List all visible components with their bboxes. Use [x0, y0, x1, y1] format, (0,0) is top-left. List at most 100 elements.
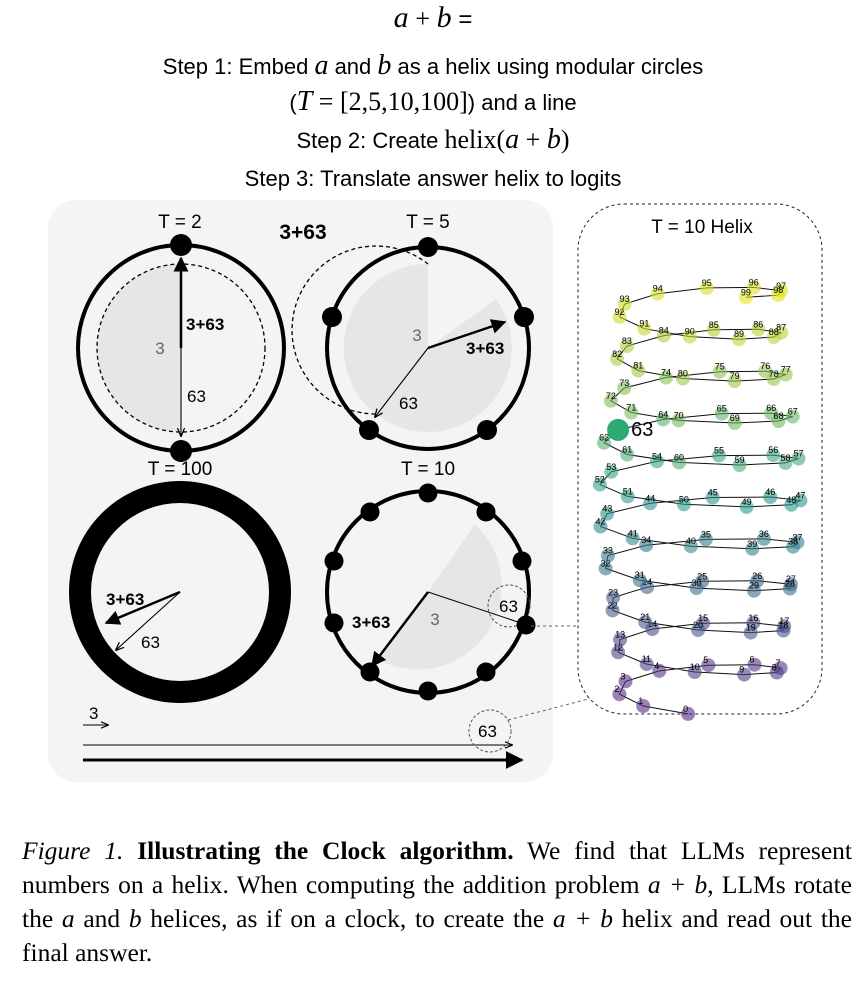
- eq-a: a: [393, 1, 409, 34]
- clock-figure: T = 2 3 3+63 63 3+63 T = 5 3 3+63 63 T =…: [48, 200, 823, 782]
- helix-point-label: 61: [622, 445, 632, 455]
- helix-point: [751, 322, 766, 337]
- helix-point: [712, 364, 727, 379]
- helix-point: [769, 665, 784, 680]
- helix-point: [606, 590, 621, 605]
- helix-point-label: 40: [686, 536, 696, 546]
- helix-point-label: 77: [781, 365, 791, 375]
- helix-point: [617, 381, 632, 395]
- helix-point: [699, 280, 714, 295]
- step1-line: Step 1: Embed a and b as a helix using m…: [0, 52, 866, 81]
- helix-point-label: 66: [766, 403, 776, 413]
- step1b-open: (: [289, 90, 297, 115]
- helix-point-label: 30: [692, 578, 702, 588]
- clock-t2-sum-label: 3+63: [186, 315, 224, 334]
- helix-point: [617, 297, 632, 312]
- clock-t5-a-label: 3: [412, 326, 421, 345]
- helix-point: [631, 363, 646, 378]
- helix-point-label: 96: [749, 277, 759, 287]
- helix-point-label: 34: [641, 535, 651, 545]
- helix-point-label: 23: [608, 588, 618, 598]
- helix-point-label: 46: [765, 487, 775, 497]
- helix-point: [593, 519, 608, 534]
- helix-point: [652, 663, 667, 678]
- clock-t10-marker: [324, 613, 344, 633]
- line-zoom-circle: [468, 709, 512, 753]
- helix-point-label: 0: [683, 704, 688, 714]
- clock-t100-b-label: 63: [141, 633, 160, 652]
- clock-t5-b-label: 63: [399, 394, 418, 413]
- step2-close: ): [560, 125, 570, 154]
- helix-point-label: 3: [621, 671, 626, 681]
- helix-point-label: 51: [623, 486, 633, 496]
- helix-point: [756, 531, 771, 546]
- helix-point-label: 57: [794, 449, 804, 459]
- helix-point-label: 83: [622, 336, 632, 346]
- eq-b: b: [436, 1, 452, 34]
- clock-t10-marker: [512, 551, 532, 571]
- helix-line: [599, 286, 803, 715]
- clock-t5-marker: [514, 307, 534, 327]
- helix-point-label: 39: [747, 539, 757, 549]
- clock-t10-marker: [360, 662, 380, 682]
- step1-a: a: [314, 50, 329, 81]
- helix-point-label: 5: [703, 655, 708, 665]
- helix-point: [771, 288, 786, 303]
- helix-point-label: 52: [595, 475, 605, 485]
- helix-point-label: 42: [596, 517, 606, 527]
- helix-point: [671, 413, 686, 428]
- helix-point: [766, 330, 781, 345]
- step1-periods-line: (T = [2,5,10,100]) and a line: [0, 88, 866, 117]
- step2-pre: Step 2: Create: [296, 128, 439, 153]
- clock-t100: T = 100 3+63 63: [69, 459, 291, 703]
- helix-point-label: 28: [785, 579, 795, 589]
- helix-point: [739, 499, 754, 514]
- helix-point-label: 37: [792, 532, 802, 542]
- helix-point-label: 78: [769, 369, 779, 379]
- helix-point-label: 21: [640, 612, 650, 622]
- helix-point: [597, 435, 612, 450]
- helix-point: [632, 573, 647, 588]
- clock-t100-title: T = 100: [148, 459, 213, 480]
- step1-post: as a helix using modular circles: [397, 54, 704, 79]
- clock-t10-marker: [476, 502, 496, 522]
- helix-point: [620, 489, 635, 504]
- helix-point: [737, 667, 752, 682]
- clock-t5-sum-arrow: [427, 319, 507, 350]
- helix-point-label: 38: [788, 537, 798, 547]
- helix-point-label: 27: [786, 574, 796, 584]
- helix-point-label: 70: [674, 410, 684, 420]
- helix-point-label: 87: [776, 323, 786, 333]
- clock-t10-shade: [379, 524, 502, 670]
- helix-point-label: 56: [768, 445, 778, 455]
- helix-point-label: 2: [614, 684, 619, 694]
- helix-point: [681, 706, 696, 721]
- caption-math: a + b: [647, 870, 708, 899]
- helix-point-label: 41: [628, 528, 638, 538]
- helix-point-label: 94: [653, 284, 663, 294]
- helix-point: [745, 541, 760, 556]
- helix-point: [683, 539, 698, 554]
- helix-point: [603, 393, 618, 408]
- helix-point: [676, 497, 691, 512]
- clock-t100-ring: [69, 481, 291, 703]
- helix-point: [712, 448, 726, 463]
- helix-point: [604, 464, 619, 479]
- helix-point-label: 88: [769, 327, 779, 337]
- helix-point-label: 18: [778, 621, 788, 631]
- helix-point: [682, 329, 697, 344]
- helix-point-label: 19: [746, 623, 756, 633]
- helix-point-label: 33: [603, 546, 613, 556]
- helix-point-label: 10: [690, 662, 700, 672]
- connector-line: [507, 697, 593, 721]
- clock-t10-b-arrow: [427, 591, 522, 624]
- helix-point-label: 49: [742, 497, 752, 507]
- equation-title: a + b =: [0, 1, 866, 34]
- helix-point: [636, 699, 651, 713]
- clock-t10-marker: [418, 483, 438, 503]
- helix-point-label: 1: [638, 696, 643, 706]
- helix-point: [675, 371, 690, 386]
- helix-point-label: 50: [679, 494, 689, 504]
- helix-point: [784, 497, 799, 512]
- step1b-post: ) and a line: [467, 90, 577, 115]
